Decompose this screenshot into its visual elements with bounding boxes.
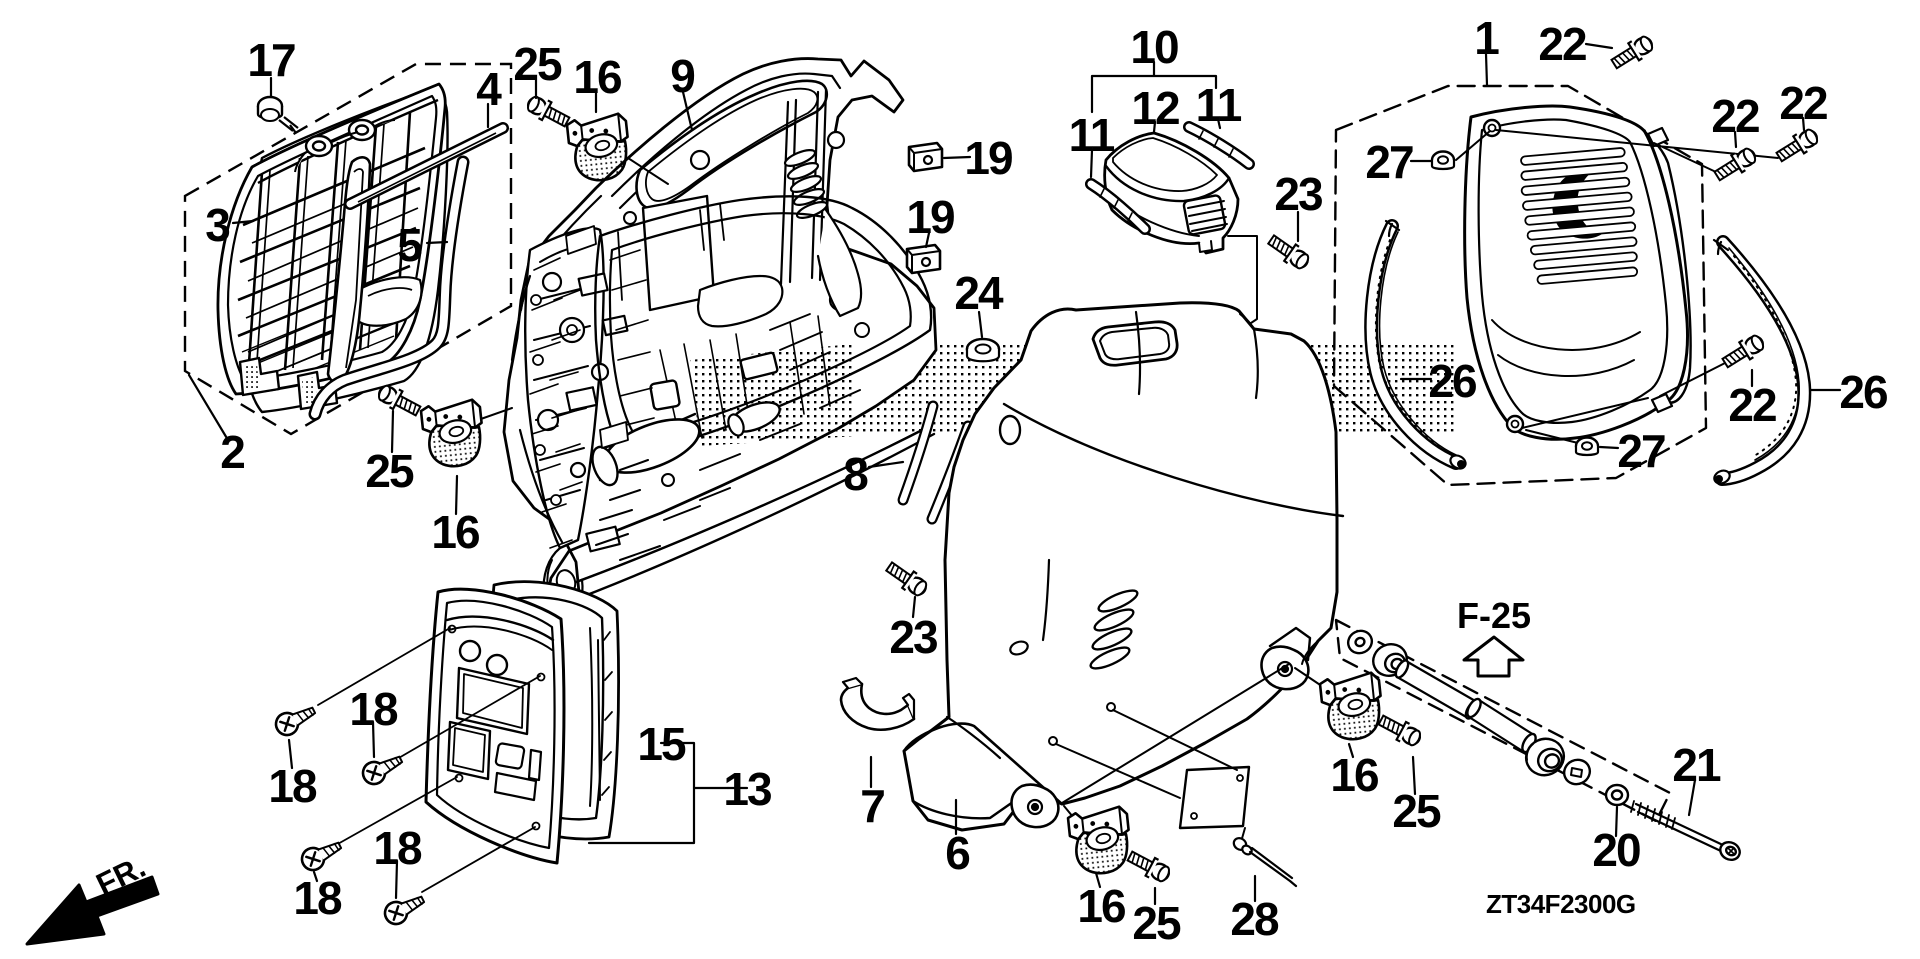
svg-text:1: 1 bbox=[1474, 12, 1499, 64]
svg-text:10: 10 bbox=[1130, 21, 1178, 73]
svg-text:27: 27 bbox=[1617, 425, 1665, 477]
svg-text:16: 16 bbox=[431, 506, 479, 558]
svg-text:18: 18 bbox=[268, 760, 317, 812]
svg-text:25: 25 bbox=[1132, 897, 1181, 949]
svg-text:22: 22 bbox=[1728, 379, 1776, 431]
svg-text:27: 27 bbox=[1365, 136, 1413, 188]
svg-text:19: 19 bbox=[964, 132, 1012, 184]
svg-text:4: 4 bbox=[476, 63, 502, 115]
svg-text:18: 18 bbox=[349, 683, 398, 735]
svg-text:25: 25 bbox=[513, 38, 562, 90]
svg-text:ZT34F2300G: ZT34F2300G bbox=[1486, 889, 1636, 919]
svg-text:5: 5 bbox=[397, 219, 422, 271]
svg-text:22: 22 bbox=[1779, 77, 1827, 129]
svg-text:19: 19 bbox=[906, 191, 954, 243]
svg-text:23: 23 bbox=[889, 611, 937, 663]
svg-text:7: 7 bbox=[860, 780, 884, 832]
svg-text:26: 26 bbox=[1839, 366, 1887, 418]
svg-text:18: 18 bbox=[293, 872, 342, 924]
svg-text:16: 16 bbox=[1077, 880, 1125, 932]
svg-text:28: 28 bbox=[1230, 893, 1279, 945]
svg-text:22: 22 bbox=[1711, 90, 1759, 142]
svg-text:20: 20 bbox=[1592, 824, 1640, 876]
svg-text:9: 9 bbox=[670, 50, 694, 102]
svg-text:21: 21 bbox=[1672, 739, 1721, 791]
svg-text:23: 23 bbox=[1274, 168, 1322, 220]
svg-text:6: 6 bbox=[945, 827, 969, 879]
svg-text:F-25: F-25 bbox=[1457, 595, 1531, 636]
svg-text:11: 11 bbox=[1069, 109, 1115, 161]
svg-text:16: 16 bbox=[573, 51, 621, 103]
svg-text:16: 16 bbox=[1330, 749, 1378, 801]
svg-text:11: 11 bbox=[1196, 79, 1242, 131]
svg-text:13: 13 bbox=[723, 763, 771, 815]
svg-text:25: 25 bbox=[1392, 785, 1441, 837]
svg-text:15: 15 bbox=[637, 718, 686, 770]
svg-text:18: 18 bbox=[373, 822, 422, 874]
svg-text:3: 3 bbox=[205, 199, 229, 251]
svg-text:25: 25 bbox=[365, 445, 414, 497]
svg-text:12: 12 bbox=[1131, 82, 1179, 134]
svg-text:2: 2 bbox=[220, 426, 244, 478]
svg-text:8: 8 bbox=[843, 448, 868, 500]
svg-text:22: 22 bbox=[1538, 18, 1586, 70]
svg-text:24: 24 bbox=[954, 267, 1004, 319]
svg-text:17: 17 bbox=[247, 34, 295, 86]
svg-text:26: 26 bbox=[1428, 355, 1476, 407]
